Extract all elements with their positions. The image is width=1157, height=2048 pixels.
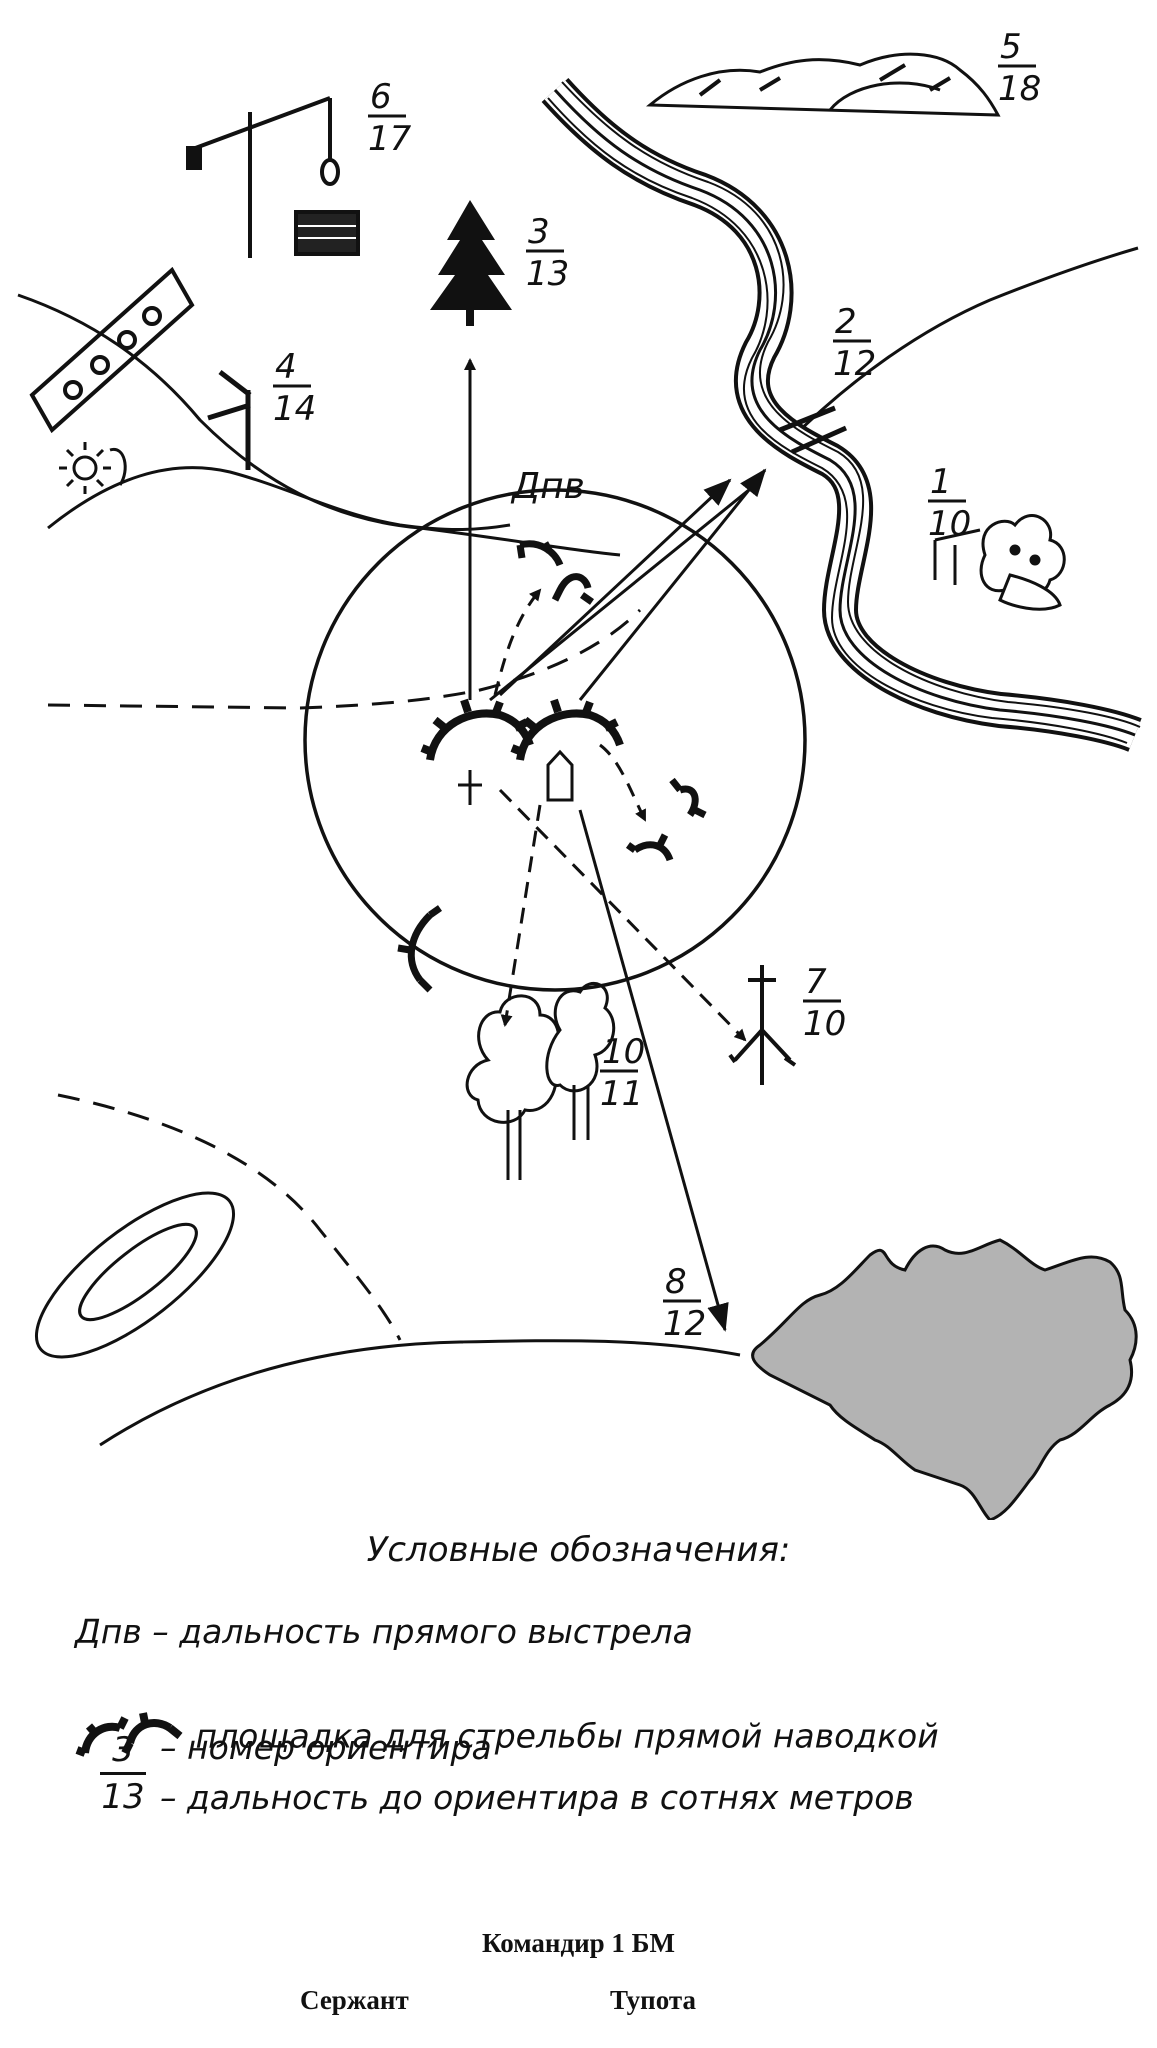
landmark-number: 5 — [1000, 27, 1022, 67]
landmark-number: 4 — [275, 347, 297, 387]
landmark-distance: 12 — [663, 1304, 706, 1344]
landmark-number: 8 — [665, 1262, 687, 1302]
landmark-distance: 12 — [833, 344, 876, 384]
bridge-icon — [779, 405, 848, 455]
landmark-distance: 14 — [273, 389, 316, 429]
landmark-distance: 11 — [600, 1074, 643, 1114]
landmark-distance: 10 — [928, 504, 971, 544]
dashed-road — [47, 608, 642, 710]
firing-platform-alt-east — [625, 777, 707, 862]
legend-num: – номер ориентира — [160, 1728, 492, 1767]
dpv-label: Дпв — [510, 466, 585, 507]
forest-icon — [751, 1238, 1138, 1520]
river-icon — [541, 77, 1142, 752]
legend-example-num: 3 — [112, 1730, 134, 1770]
legend-dist: – дальность до ориентира в сотнях метров — [160, 1778, 914, 1817]
hill-ridge-left — [47, 466, 511, 532]
landmark-7-label: 710 — [803, 962, 846, 1044]
legend-fraction-example: 3 13 — [100, 1730, 146, 1817]
fire-sectors — [464, 358, 767, 1332]
cross-landmark-icon — [728, 965, 797, 1085]
landmark-distance: 13 — [526, 254, 569, 294]
sun-symbol-icon — [59, 442, 127, 494]
signature-rank: Сержант — [300, 1985, 409, 2015]
commander-position-icon — [458, 770, 482, 805]
landmark-5-label: 518 — [998, 27, 1041, 109]
legend-platform-row: площадка для стрельбы прямой наводкой — [75, 1708, 1075, 1768]
landmark-3-label: 313 — [526, 212, 569, 294]
landmark-distance: 17 — [368, 119, 412, 159]
mountain-icon — [645, 52, 1001, 117]
firing-platform-main-right — [510, 698, 624, 761]
landmark-2-label: 212 — [833, 302, 876, 384]
bushes-icon — [933, 514, 1066, 611]
signature-title: Командир 1 БМ — [481, 1928, 676, 1958]
fraction-bar — [100, 1772, 146, 1775]
legend-example-dist: 13 — [101, 1777, 145, 1817]
firing-platform-alt-southwest — [397, 905, 443, 993]
legend-platform-text: площадка для стрельбы прямой наводкой — [195, 1716, 939, 1756]
firing-platform-icon — [75, 1712, 183, 1757]
landmark-number: 7 — [805, 962, 827, 1002]
landmark-number: 3 — [528, 212, 550, 252]
deciduous-trees-icon — [465, 981, 616, 1180]
landmark-number: 2 — [835, 302, 857, 342]
landmark-distance: 18 — [998, 69, 1041, 109]
landmark-8-label: 812 — [663, 1262, 706, 1344]
crane-icon — [186, 96, 360, 258]
firing-platform-alt-north — [516, 540, 595, 605]
landmark-number: 10 — [602, 1032, 645, 1072]
signature-name: Тупота — [610, 1985, 696, 2015]
signpost-icon — [207, 370, 252, 470]
hill-curve-right — [788, 246, 1139, 442]
landmark-1-label: 110 — [928, 462, 971, 544]
direct-fire-range-circle — [303, 488, 807, 992]
legend-dpv: Дпв – дальность прямого выстрела — [75, 1612, 693, 1651]
landmark-number: 1 — [930, 462, 952, 502]
dashed-track-bottom-left — [57, 1093, 402, 1341]
lake-icon — [34, 1191, 236, 1359]
landmark-6-label: 617 — [368, 77, 412, 159]
landmark-number: 6 — [370, 77, 392, 117]
hill-curve-top-left — [17, 293, 621, 557]
firing-platform-main-left — [420, 698, 534, 761]
billboard-icon — [29, 266, 195, 434]
legend-title: Условные обозначения: — [366, 1530, 791, 1570]
hill-curve-bottom — [99, 1339, 741, 1447]
landmark-4-label: 414 — [273, 347, 316, 429]
combat-vehicle-icon — [546, 749, 574, 802]
conifer-tree-icon — [430, 200, 512, 326]
landmark-distance: 10 — [803, 1004, 846, 1044]
